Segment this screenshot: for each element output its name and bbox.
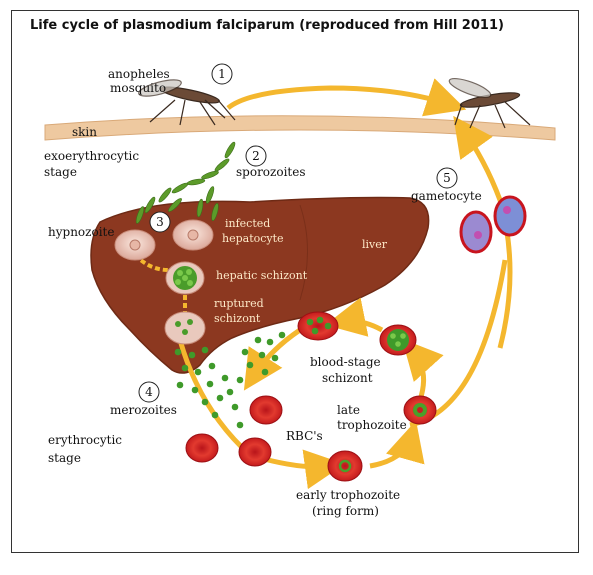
merozoites [174, 331, 286, 429]
gametocyte-female [459, 210, 493, 254]
cycle-arrow-late [401, 338, 444, 401]
sporozoites [135, 141, 236, 224]
svg-text:1: 1 [218, 67, 226, 81]
step-2-marker: 2 [245, 145, 267, 167]
label-late: late [337, 403, 360, 417]
label-anopheles: anopheles [108, 67, 170, 81]
svg-text:5: 5 [443, 171, 451, 185]
label-rbcs: RBC's [286, 429, 323, 443]
early-trophozoite-rbc [327, 450, 363, 482]
infected-hepatocyte [172, 219, 214, 251]
step-3-marker: 3 [149, 211, 171, 233]
step-5-marker: 5 [436, 167, 458, 189]
rupturing-rbc [297, 311, 339, 341]
label-gametocyte: gametocyte [411, 189, 482, 203]
svg-text:4: 4 [145, 385, 153, 399]
mosquito-right [448, 77, 531, 129]
label-ruptured: ruptured [214, 297, 264, 310]
rbc [185, 433, 219, 463]
label-erythrocytic: erythrocytic [48, 433, 122, 447]
label-ring-form: (ring form) [312, 504, 379, 518]
label-liver: liver [362, 238, 388, 251]
mosquito-left [138, 79, 236, 126]
label-merozoites: merozoites [110, 403, 177, 417]
label-hepatocyte: hepatocyte [222, 232, 284, 245]
label-late-trophozoite: trophozoite [337, 418, 407, 432]
cycle-arrow-top [226, 78, 467, 117]
label-ruptured-schizont: schizont [214, 312, 261, 325]
ruptured-schizont-cell [164, 311, 206, 345]
label-blood-schizont: schizont [322, 371, 373, 385]
label-infected: infected [225, 217, 270, 230]
skin-band [44, 115, 556, 141]
label-exoerythrocytic: exoerythrocytic [44, 149, 139, 163]
late-trophozoite-rbc [403, 395, 437, 425]
cycle-arrow-ring [369, 420, 425, 469]
svg-text:2: 2 [252, 149, 260, 163]
label-exo-stage: stage [44, 165, 77, 179]
rbc [249, 395, 283, 425]
cycle-arrow-schizont [325, 297, 384, 337]
label-sporozoites: sporozoites [236, 165, 306, 179]
cycle-arrow-release [243, 327, 302, 391]
label-hepatic-schizont: hepatic schizont [216, 269, 308, 282]
svg-text:3: 3 [156, 215, 164, 229]
label-ery-stage: stage [48, 451, 81, 465]
gametocyte-male [493, 195, 527, 237]
figure-title: Life cycle of plasmodium falciparum (rep… [30, 18, 504, 33]
label-blood-stage: blood-stage [310, 355, 381, 369]
hepatic-schizont-cell [165, 261, 205, 295]
rbc [238, 437, 272, 467]
label-mosquito: mosquito [110, 81, 166, 95]
label-early-trophozoite: early trophozoite [296, 488, 400, 502]
label-hypnozoite: hypnozoite [48, 225, 114, 239]
blood-stage-schizont-rbc [379, 324, 417, 356]
label-skin: skin [72, 125, 97, 139]
hypnozoite-cell [114, 229, 156, 261]
step-4-marker: 4 [138, 381, 160, 403]
step-1-marker: 1 [211, 63, 233, 85]
